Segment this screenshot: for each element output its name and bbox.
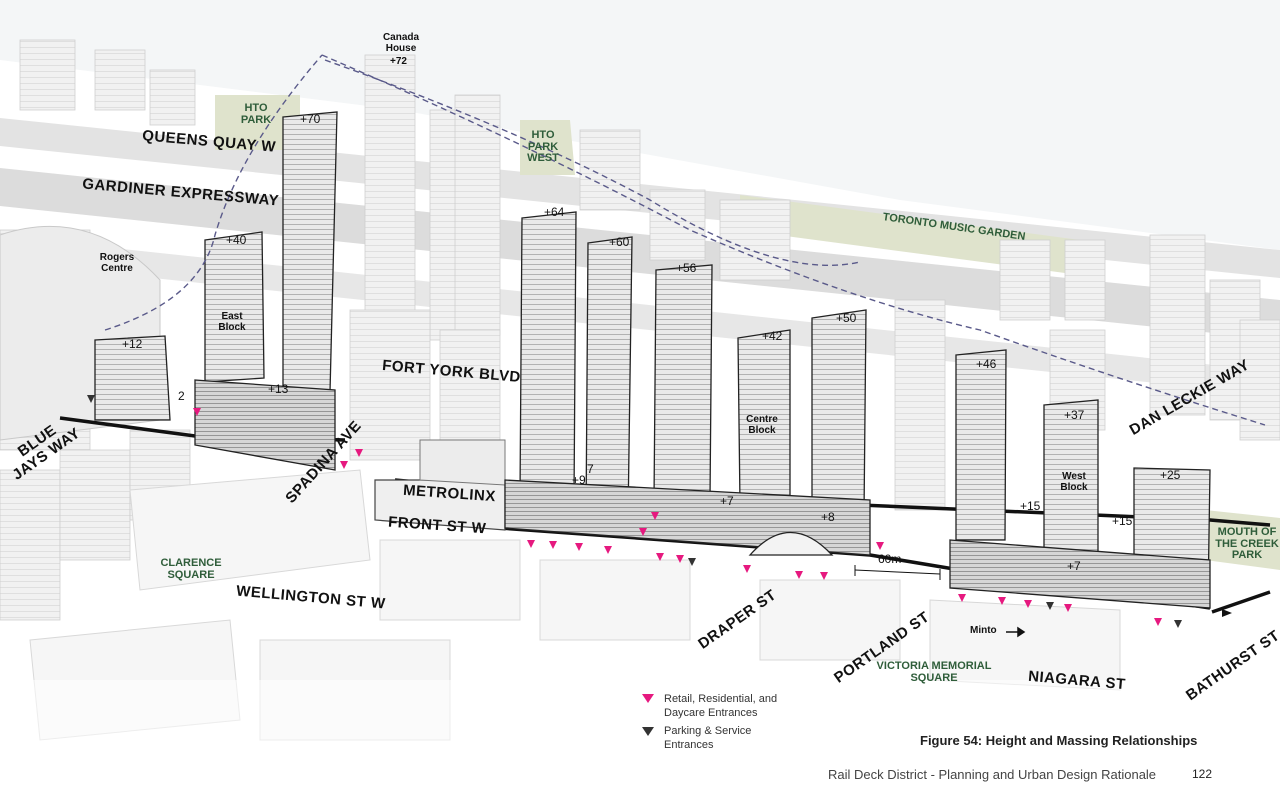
height-label-7a: 7 [587,462,594,476]
dimension-label-60m: 60m [878,552,902,566]
place-label-rogers: Rogers Centre [99,252,135,274]
figure-caption: Figure 54: Height and Massing Relationsh… [920,733,1198,748]
height-label-42: +42 [762,329,783,343]
lake-area [0,0,1280,250]
height-label-70: +70 [300,112,321,126]
bathurst-arrow [1222,609,1232,617]
height-label-7b: +7 [720,494,734,508]
park-label-hto: HTO PARK [240,102,272,126]
west-towers [949,349,1211,609]
park-label-hto-west: HTO PARK WEST [527,129,559,165]
height-label-15b: +15 [1112,514,1133,528]
east-towers [94,111,338,471]
place-label-centre-block: Centre Block [746,414,778,436]
height-label-15a: +15 [1020,499,1041,513]
parking-entrances [87,395,1182,628]
minto-arrow [1006,626,1026,638]
place-label-west-block: West Block [1060,471,1088,493]
height-label-7c: +7 [1067,559,1081,573]
retail-entrances [193,408,1162,626]
centre-towers [504,211,871,556]
height-label-56: +56 [676,261,697,275]
legend-parking-icon [642,727,654,736]
dimension-60m [854,565,941,580]
place-label-canada-house-height: +72 [390,56,407,67]
legend-retail-icon [642,694,654,703]
height-label-64: +64 [544,205,565,219]
height-label-37: +37 [1064,408,1085,422]
music-garden-area [740,195,1080,275]
legend-retail-label: Retail, Residential, and Daycare Entranc… [664,693,778,719]
height-label-12: +12 [122,337,143,351]
sightlines [104,54,1266,426]
footer-title: Rail Deck District - Planning and Urban … [828,767,1157,782]
park-label-victoria: VICTORIA MEMORIAL SQUARE [876,660,992,684]
hto-park-west-area [520,120,575,175]
height-label-46: +46 [976,357,997,371]
place-label-canada-house: Canada House [382,32,420,54]
place-label-east-block: East Block [218,311,246,333]
height-label-2: 2 [178,389,185,403]
bottom-fade [0,680,1280,791]
height-label-25: +25 [1160,468,1181,482]
height-label-50: +50 [836,311,857,325]
page-number: 122 [1192,767,1213,781]
place-label-minto: Minto [970,625,997,636]
height-label-9: +9 [572,473,586,487]
park-label-mouth-creek: MOUTH OF THE CREEK PARK [1215,526,1279,562]
height-label-8: +8 [821,510,835,524]
height-label-13: +13 [268,382,289,396]
height-label-60: +60 [609,235,630,249]
metrolinx-roof [419,439,506,486]
legend-parking-label: Parking & Service Entrances [664,725,752,751]
height-label-40: +40 [226,233,247,247]
park-label-clarence: CLARENCE SQUARE [160,557,222,581]
